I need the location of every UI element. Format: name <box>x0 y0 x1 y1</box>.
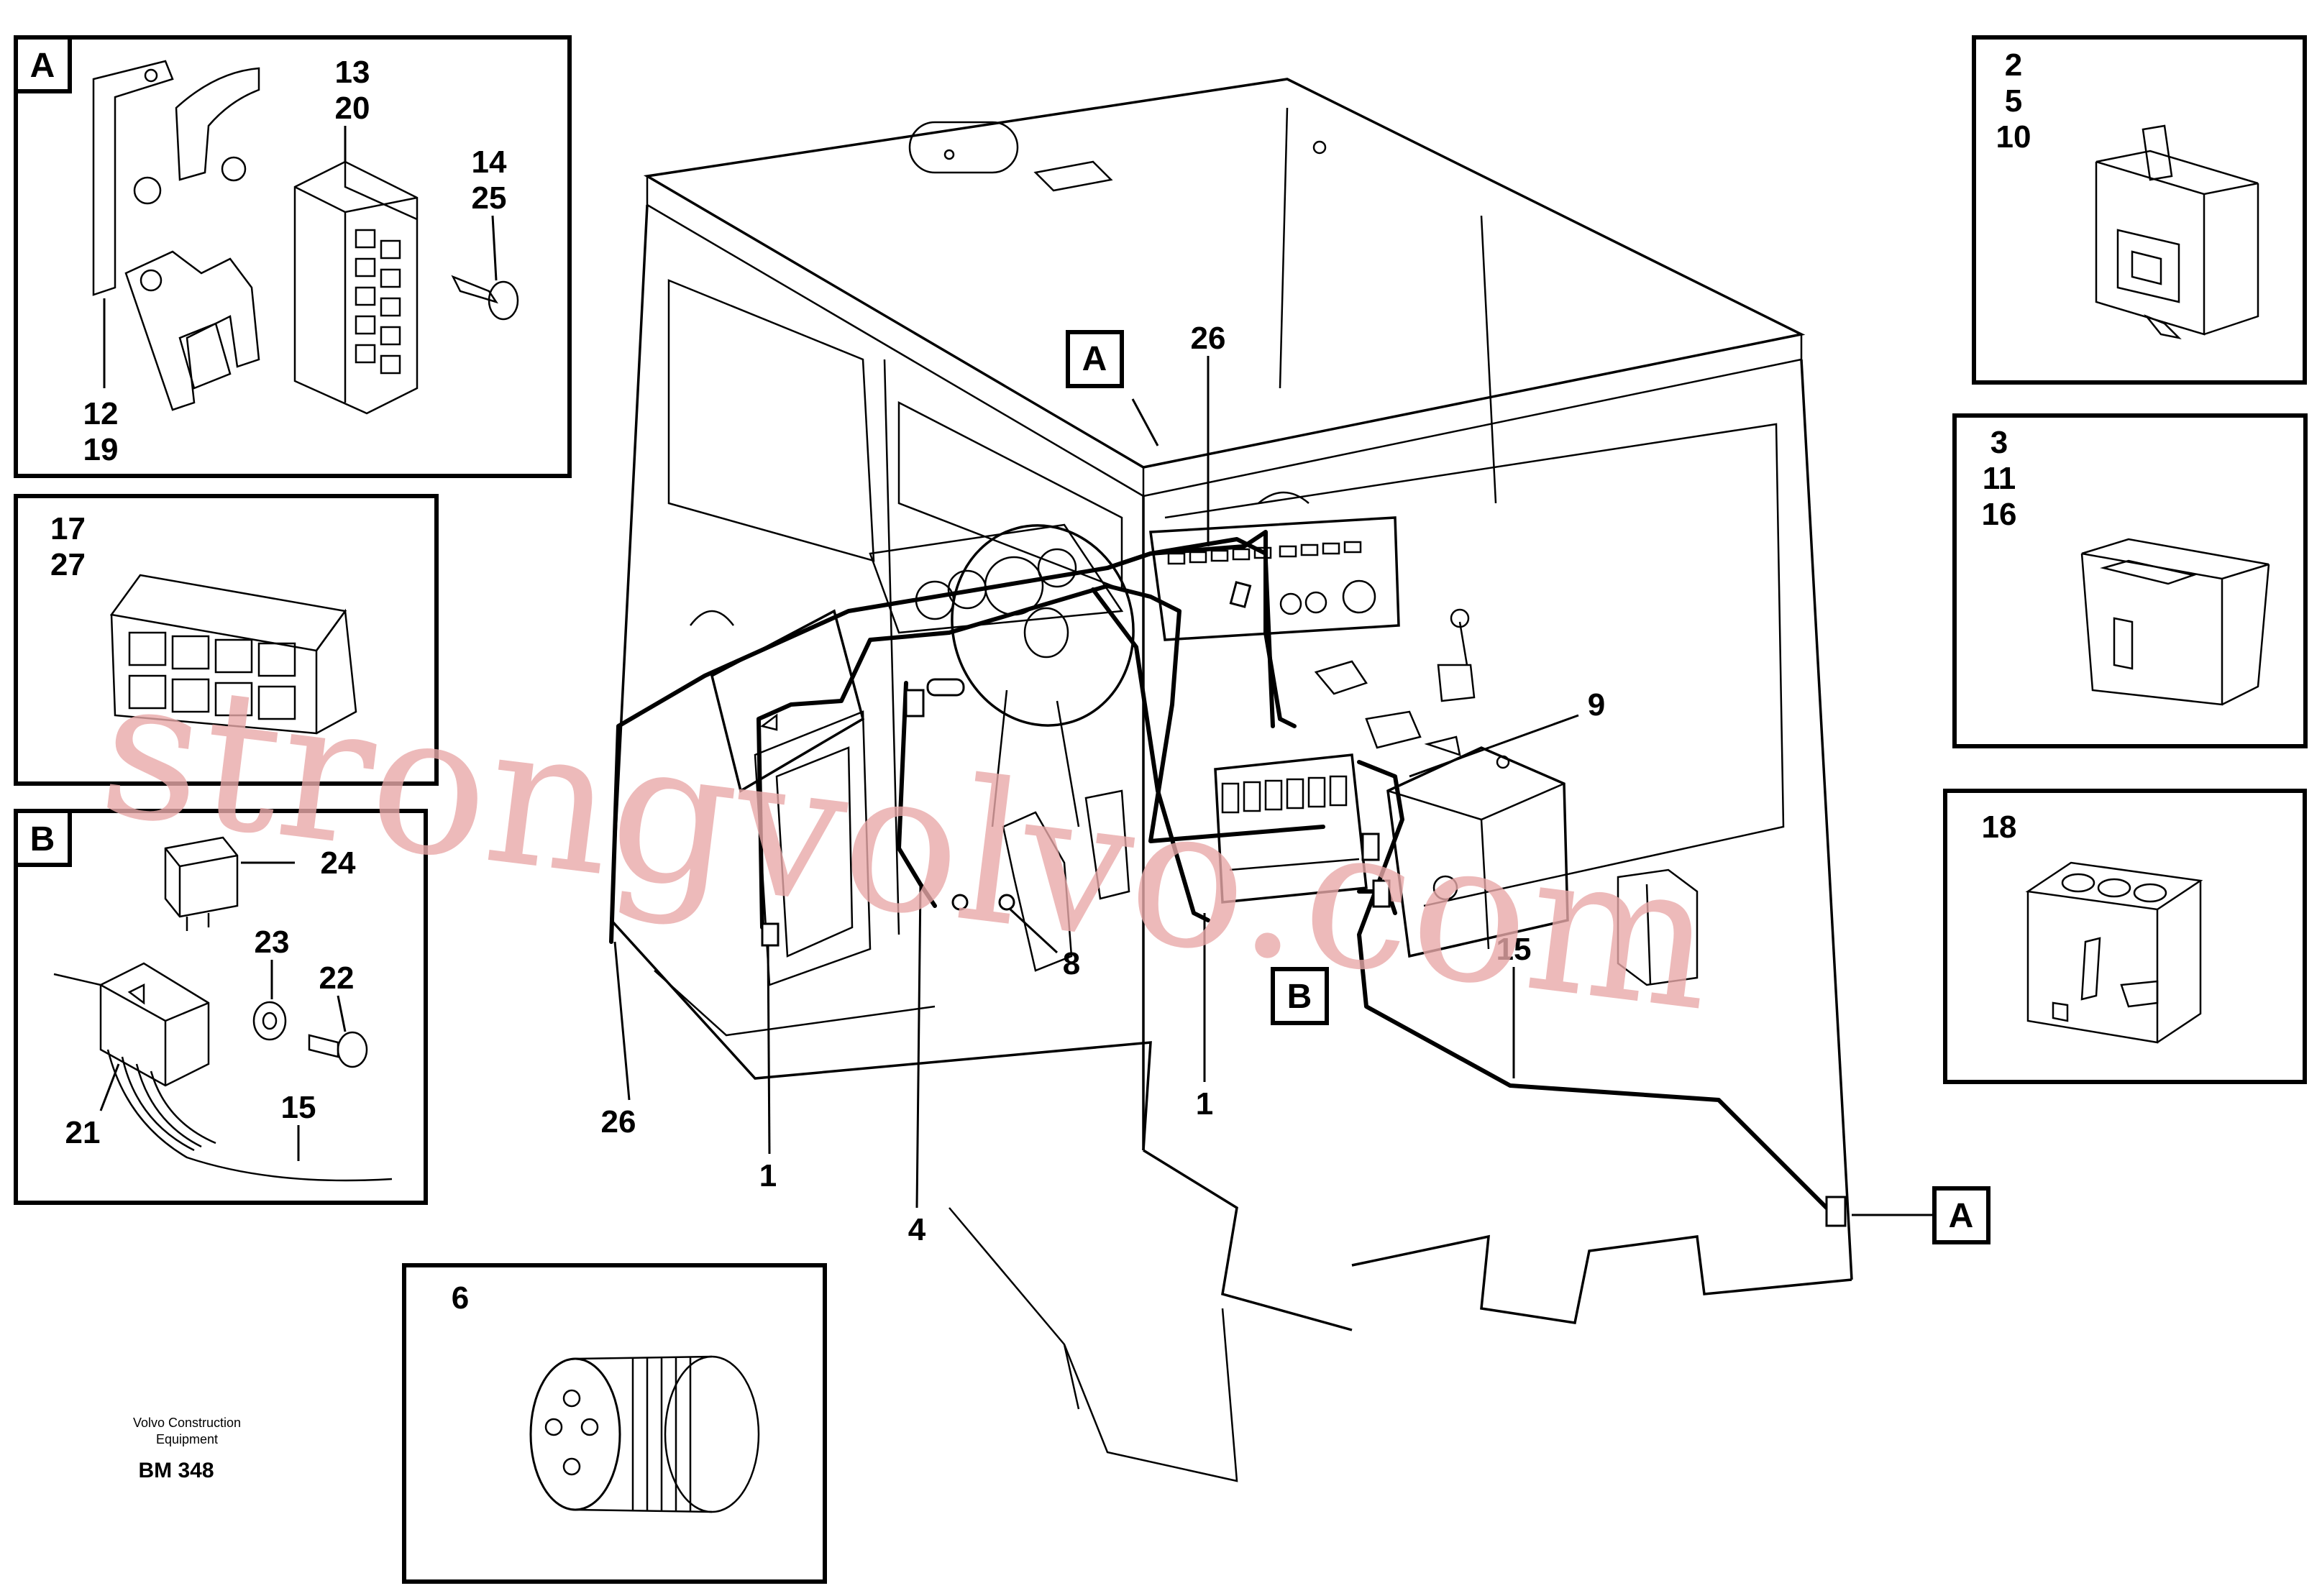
connector-cavities <box>128 631 296 720</box>
callout-18: 18 <box>1982 810 2017 845</box>
svg-text:A: A <box>1082 340 1107 378</box>
callout-17: 17 <box>50 511 86 546</box>
svg-text:B: B <box>1287 978 1312 1016</box>
marker-a-top: A <box>1066 330 1124 388</box>
callout-8: 8 <box>1063 946 1080 981</box>
callout-3: 3 <box>1990 425 2008 460</box>
callout-26-bottom: 26 <box>601 1104 636 1139</box>
indicator-lamps <box>1167 541 1376 615</box>
detail-box-6: 6 <box>402 1263 827 1584</box>
callout-5: 5 <box>2005 83 2022 119</box>
callout-25: 25 <box>472 180 507 216</box>
drawing-number: BM 348 <box>138 1459 214 1482</box>
svg-text:A: A <box>30 47 55 85</box>
callout-23: 23 <box>255 925 290 960</box>
detail-box-a: A 13 20 14 <box>14 35 572 478</box>
callout-11: 11 <box>1983 461 2016 496</box>
callout-27: 27 <box>50 547 86 582</box>
callout-26-top: 26 <box>1191 321 1226 356</box>
callout-1-left: 1 <box>759 1158 777 1193</box>
detail-box-18: 18 <box>1943 789 2307 1084</box>
callout-10: 10 <box>1996 119 2031 155</box>
callout-16: 16 <box>1982 497 2017 532</box>
detail-box-17-27: 17 27 <box>14 494 439 786</box>
callout-15: 15 <box>1496 932 1532 967</box>
callout-13: 13 <box>335 55 370 90</box>
connector-ribs <box>631 1357 692 1512</box>
marker-a-right: A <box>1932 1186 1990 1244</box>
callout-6: 6 <box>452 1280 469 1316</box>
marker-b: B <box>1271 967 1329 1025</box>
callout-1-right: 1 <box>1196 1086 1213 1122</box>
display-panel <box>1214 753 1368 904</box>
callout-leaders <box>613 356 1934 1216</box>
callout-15-box-b: 15 <box>281 1090 316 1125</box>
drawing-caption: Volvo Construction Equipment BM 348 <box>133 1416 241 1482</box>
wire-harness <box>609 530 1847 1227</box>
callout-24: 24 <box>321 845 356 881</box>
caption-line-2: Equipment <box>156 1432 218 1446</box>
connector-cavities <box>355 229 401 375</box>
callout-12: 12 <box>83 396 119 431</box>
caption-line-1: Volvo Construction <box>133 1416 241 1430</box>
svg-text:B: B <box>30 820 55 858</box>
callout-20: 20 <box>335 91 370 126</box>
callout-2: 2 <box>2005 47 2022 83</box>
callout-22: 22 <box>319 960 355 996</box>
detail-box-b: B 24 23 22 21 15 <box>14 809 428 1205</box>
callout-4: 4 <box>908 1212 926 1247</box>
callout-14: 14 <box>472 145 507 180</box>
callout-9: 9 <box>1588 687 1605 723</box>
callout-19: 19 <box>83 432 119 467</box>
steering-wheel <box>951 524 1135 827</box>
svg-text:A: A <box>1949 1197 1974 1235</box>
detail-box-2-5-10: 2 5 10 <box>1972 35 2307 385</box>
callout-21: 21 <box>65 1115 101 1150</box>
detail-box-3-11-16: 3 11 16 <box>1952 413 2308 748</box>
